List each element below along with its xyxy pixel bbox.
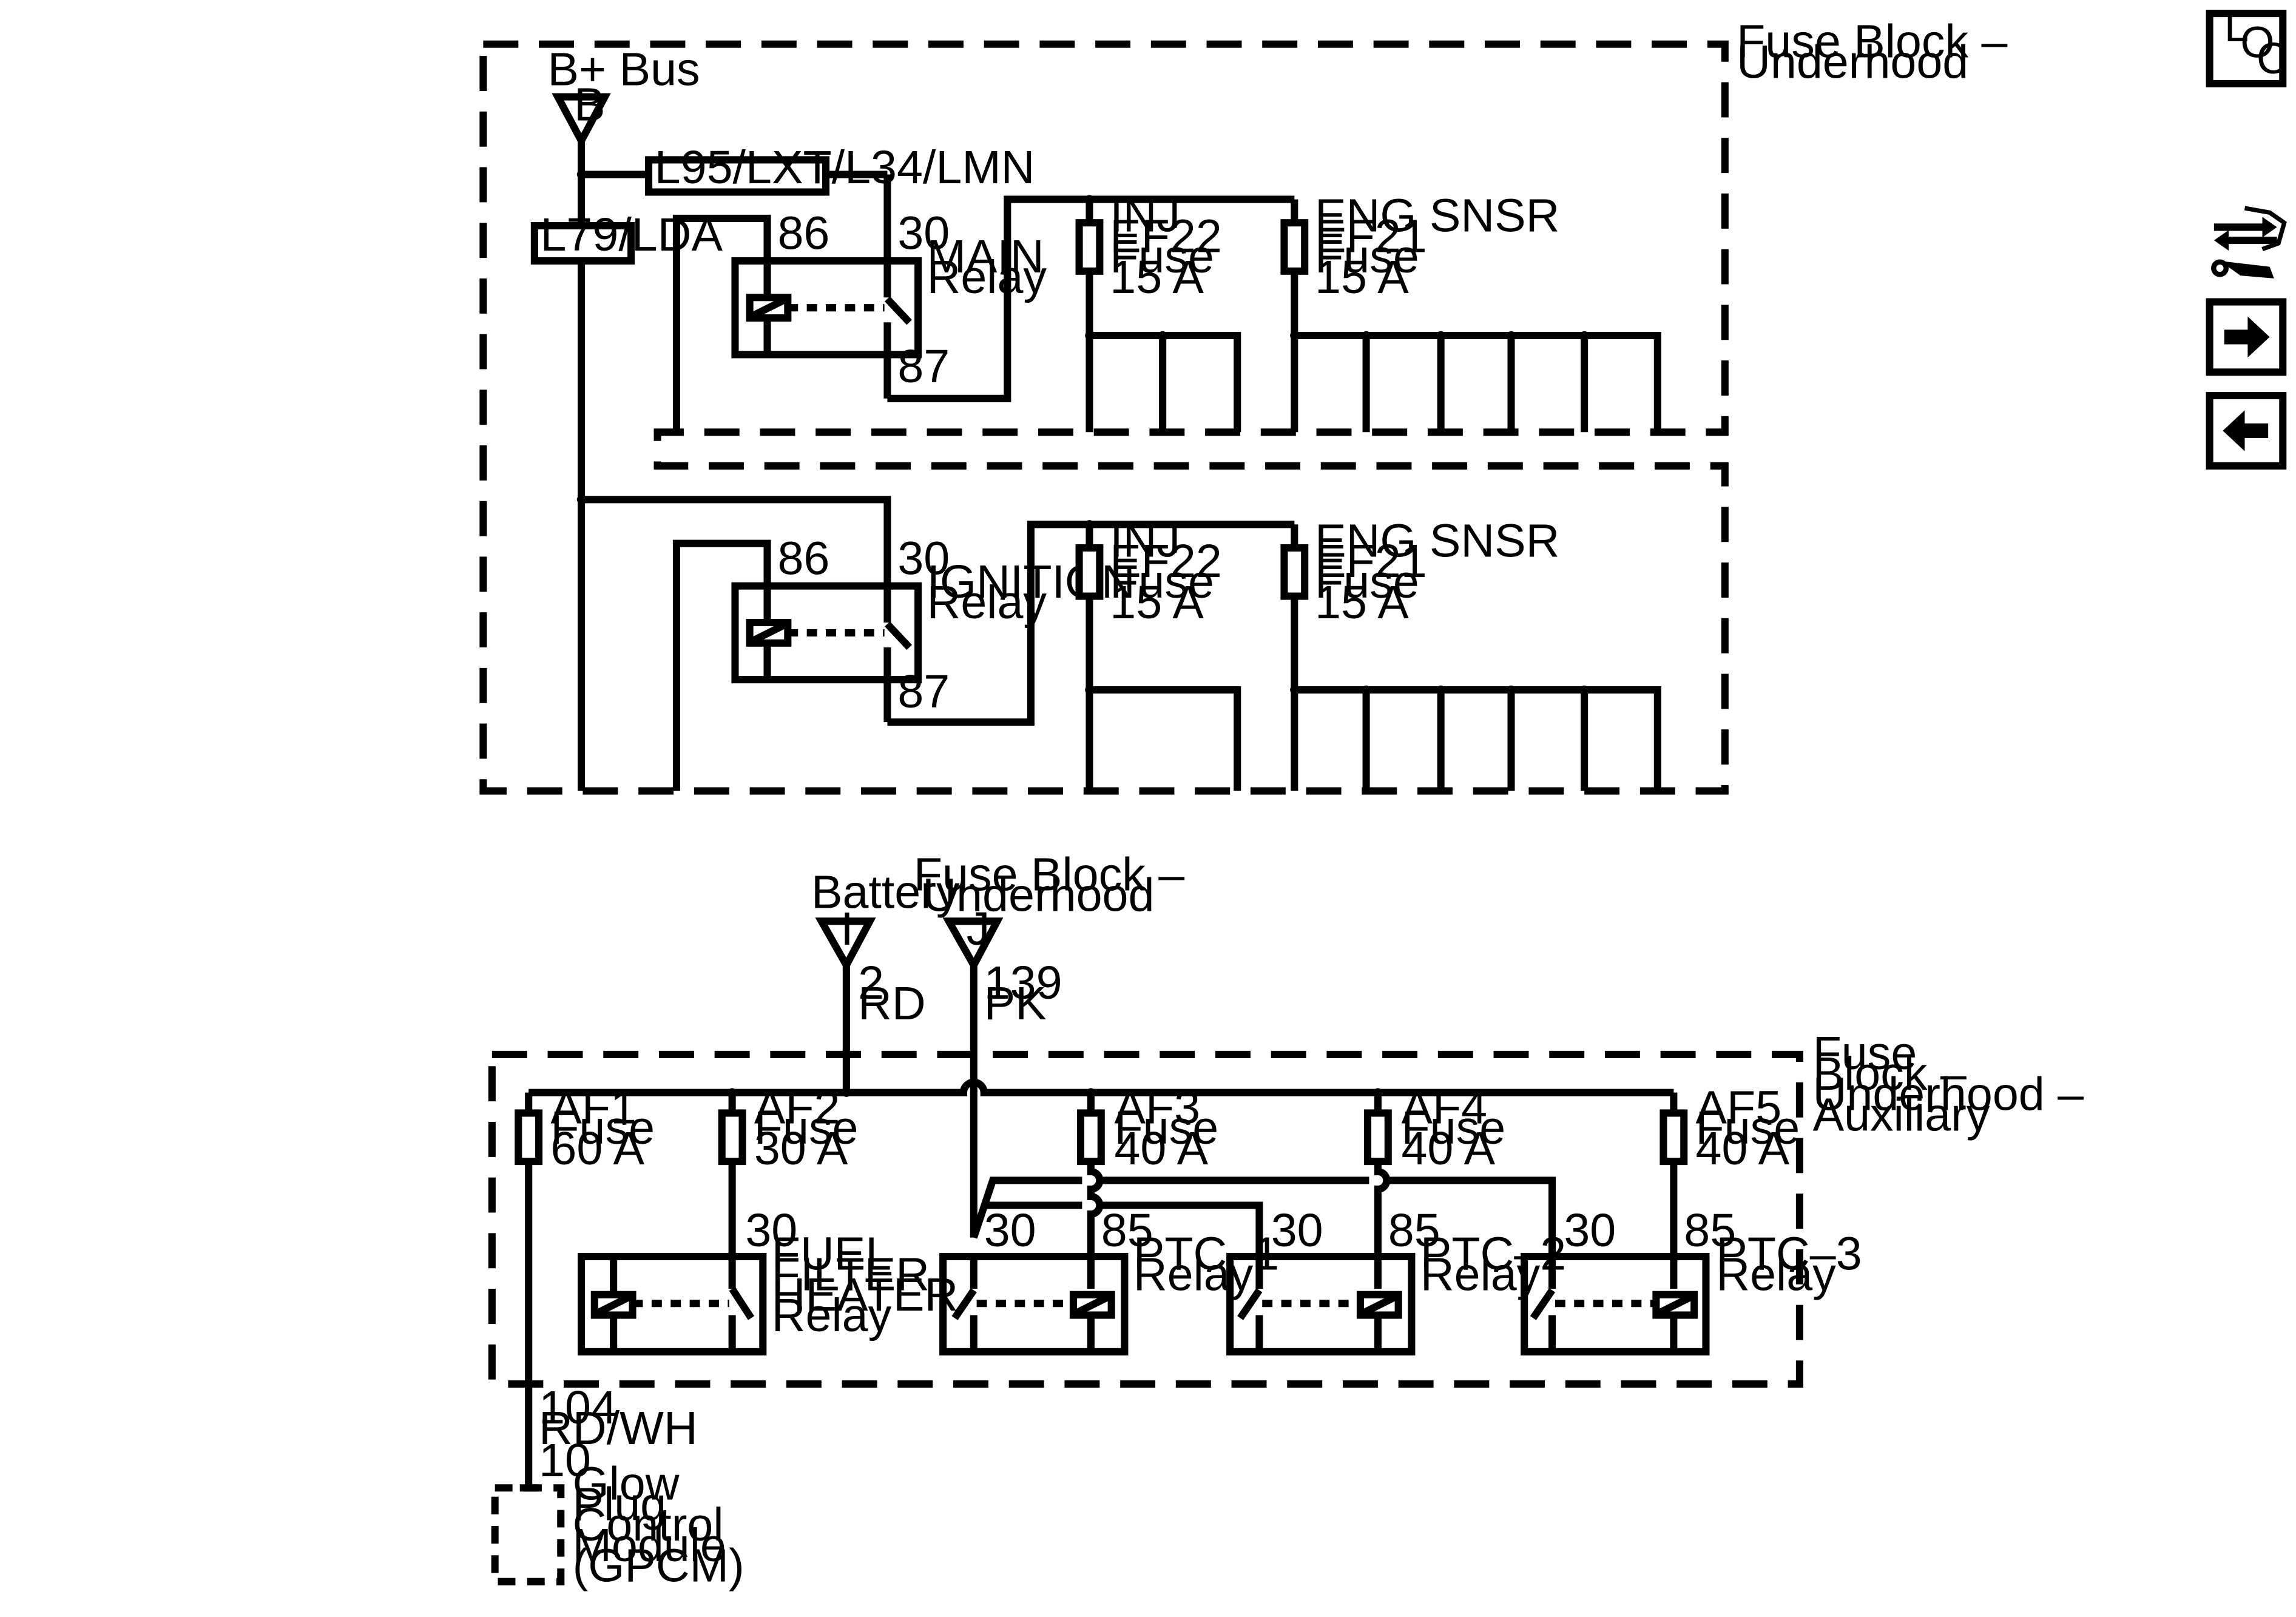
fuse-block-auxiliary-outline xyxy=(488,1050,1803,1388)
svg-text:O: O xyxy=(2240,18,2274,67)
nav-panel: L O C xyxy=(2206,2,2289,470)
svg-text:AF4Fuse40 A: AF4Fuse40 A xyxy=(1401,1081,1505,1175)
fuse-block-underhood-ref-label: Fuse Block –Underhood xyxy=(914,849,1184,922)
ignition-relay-pin30: 30 xyxy=(897,532,950,584)
af4-fuse: AF4Fuse40 A xyxy=(1363,1081,1505,1289)
gpcm-pin-label: 10 xyxy=(539,1434,591,1487)
battery-label: Battery xyxy=(811,866,960,919)
fuel-filter-heater-relay: 30 FUELFILTERHEATERRelay xyxy=(578,1204,958,1355)
main-relay-pin87: 87 xyxy=(897,340,950,393)
ptc-3-relay: 30 85 PTC–3Relay xyxy=(1521,1204,1862,1355)
af2-fuse: AF2Fuse30 A xyxy=(718,1081,859,1289)
underhood-letter: J xyxy=(967,903,990,955)
svg-text:INJEF22Fuse15 A: INJEF22Fuse15 A xyxy=(1110,515,1222,628)
main-relay-label: MAINRelay xyxy=(927,231,1047,303)
arrow-right-icon xyxy=(2224,316,2270,358)
svg-text:85: 85 xyxy=(1684,1204,1736,1257)
forward-button[interactable] xyxy=(2206,298,2287,376)
ptc-2-relay: 30 85 PTC–2Relay xyxy=(1226,1204,1566,1355)
svg-text:PTC–2Relay: PTC–2Relay xyxy=(1420,1228,1566,1301)
gpcm-module-outline xyxy=(491,1484,565,1585)
lower-section: Battery I 2RD Fuse Block –Underhood J 13… xyxy=(488,849,2084,1592)
b-plus-bus-letter: B xyxy=(574,78,606,130)
gpcm-label: GlowPlugControlModule(GPCM) xyxy=(573,1458,745,1592)
inj-fuse-lower: INJEF22Fuse15 A xyxy=(1075,515,1241,791)
eng-snsr-fuse-lower: ENG SNSREF21Fuse15 A xyxy=(1280,515,1661,791)
svg-text:30: 30 xyxy=(1271,1204,1323,1257)
fuse-block-underhood-connector xyxy=(942,917,1004,973)
svg-text:2RD: 2RD xyxy=(858,957,926,1030)
option-l95-label: L95/LXT/L34/LMN xyxy=(655,141,1035,194)
option-l79-box xyxy=(530,221,635,265)
battery-letter: I xyxy=(840,903,853,955)
svg-text:L: L xyxy=(2224,2,2249,51)
arrows-wrench-icon[interactable] xyxy=(2211,206,2287,279)
svg-text:30: 30 xyxy=(1564,1204,1616,1257)
ignition-relay-pin87: 87 xyxy=(897,666,950,718)
svg-text:85: 85 xyxy=(1388,1204,1440,1257)
main-relay: 86 30 87 MAINRelay xyxy=(672,195,1295,433)
svg-text:ENG SNSREF21Fuse15 A: ENG SNSREF21Fuse15 A xyxy=(1315,190,1559,303)
main-relay-pin30: 30 xyxy=(897,208,950,260)
inj-fuse-upper: INJEF22Fuse15 A xyxy=(1075,190,1241,433)
svg-text:FUELFILTERHEATERRelay: FUELFILTERHEATERRelay xyxy=(772,1228,958,1342)
svg-text:ENG SNSREF21Fuse15 A: ENG SNSREF21Fuse15 A xyxy=(1315,515,1559,628)
arrow-left-icon xyxy=(2223,410,2269,451)
svg-text:85: 85 xyxy=(1101,1204,1153,1257)
svg-text:AF5Fuse40 A: AF5Fuse40 A xyxy=(1696,1081,1800,1175)
ignition-relay-pin86: 86 xyxy=(777,532,829,584)
b-plus-bus-connector xyxy=(552,93,611,149)
loc-button[interactable]: L O C xyxy=(2206,2,2289,87)
svg-text:30: 30 xyxy=(984,1204,1036,1257)
svg-text:AF2Fuse30 A: AF2Fuse30 A xyxy=(754,1081,859,1175)
fuse-block-auxiliary-label: FuseBlock –Underhood –Auxiliary xyxy=(1813,1027,2084,1141)
fuse-block-underhood-outline xyxy=(479,40,1729,795)
svg-text:PTC–3Relay: PTC–3Relay xyxy=(1716,1228,1862,1301)
svg-text:30: 30 xyxy=(745,1204,797,1257)
af1-fuse: AF1Fuse60 A xyxy=(515,1081,655,1488)
svg-text:INJEF22Fuse15 A: INJEF22Fuse15 A xyxy=(1110,190,1222,303)
back-button[interactable] xyxy=(2206,391,2287,470)
b-plus-bus-label: B+ Bus xyxy=(548,43,700,95)
upper-section: Fuse Block –Underhood B+ Bus B L95/LXT/L… xyxy=(479,15,2008,795)
svg-text:139PK: 139PK xyxy=(984,957,1062,1030)
af3-fuse: AF3Fuse40 A xyxy=(1076,1081,1218,1289)
svg-text:AF1Fuse60 A: AF1Fuse60 A xyxy=(550,1081,655,1175)
fuse-block-underhood-label: Fuse Block –Underhood xyxy=(1737,15,2007,88)
main-relay-pin86: 86 xyxy=(777,208,829,260)
gpcm-wire-label: 104RD/WH xyxy=(539,1382,698,1454)
af5-fuse: AF5Fuse40 A xyxy=(1660,1081,1800,1289)
svg-text:AF3Fuse40 A: AF3Fuse40 A xyxy=(1114,1081,1218,1175)
svg-text:C: C xyxy=(2257,34,2288,83)
ignition-relay-label: IGNITIONRelay xyxy=(927,556,1135,629)
eng-snsr-fuse-upper: ENG SNSREF21Fuse15 A xyxy=(1280,190,1661,433)
battery-connector xyxy=(815,917,876,973)
